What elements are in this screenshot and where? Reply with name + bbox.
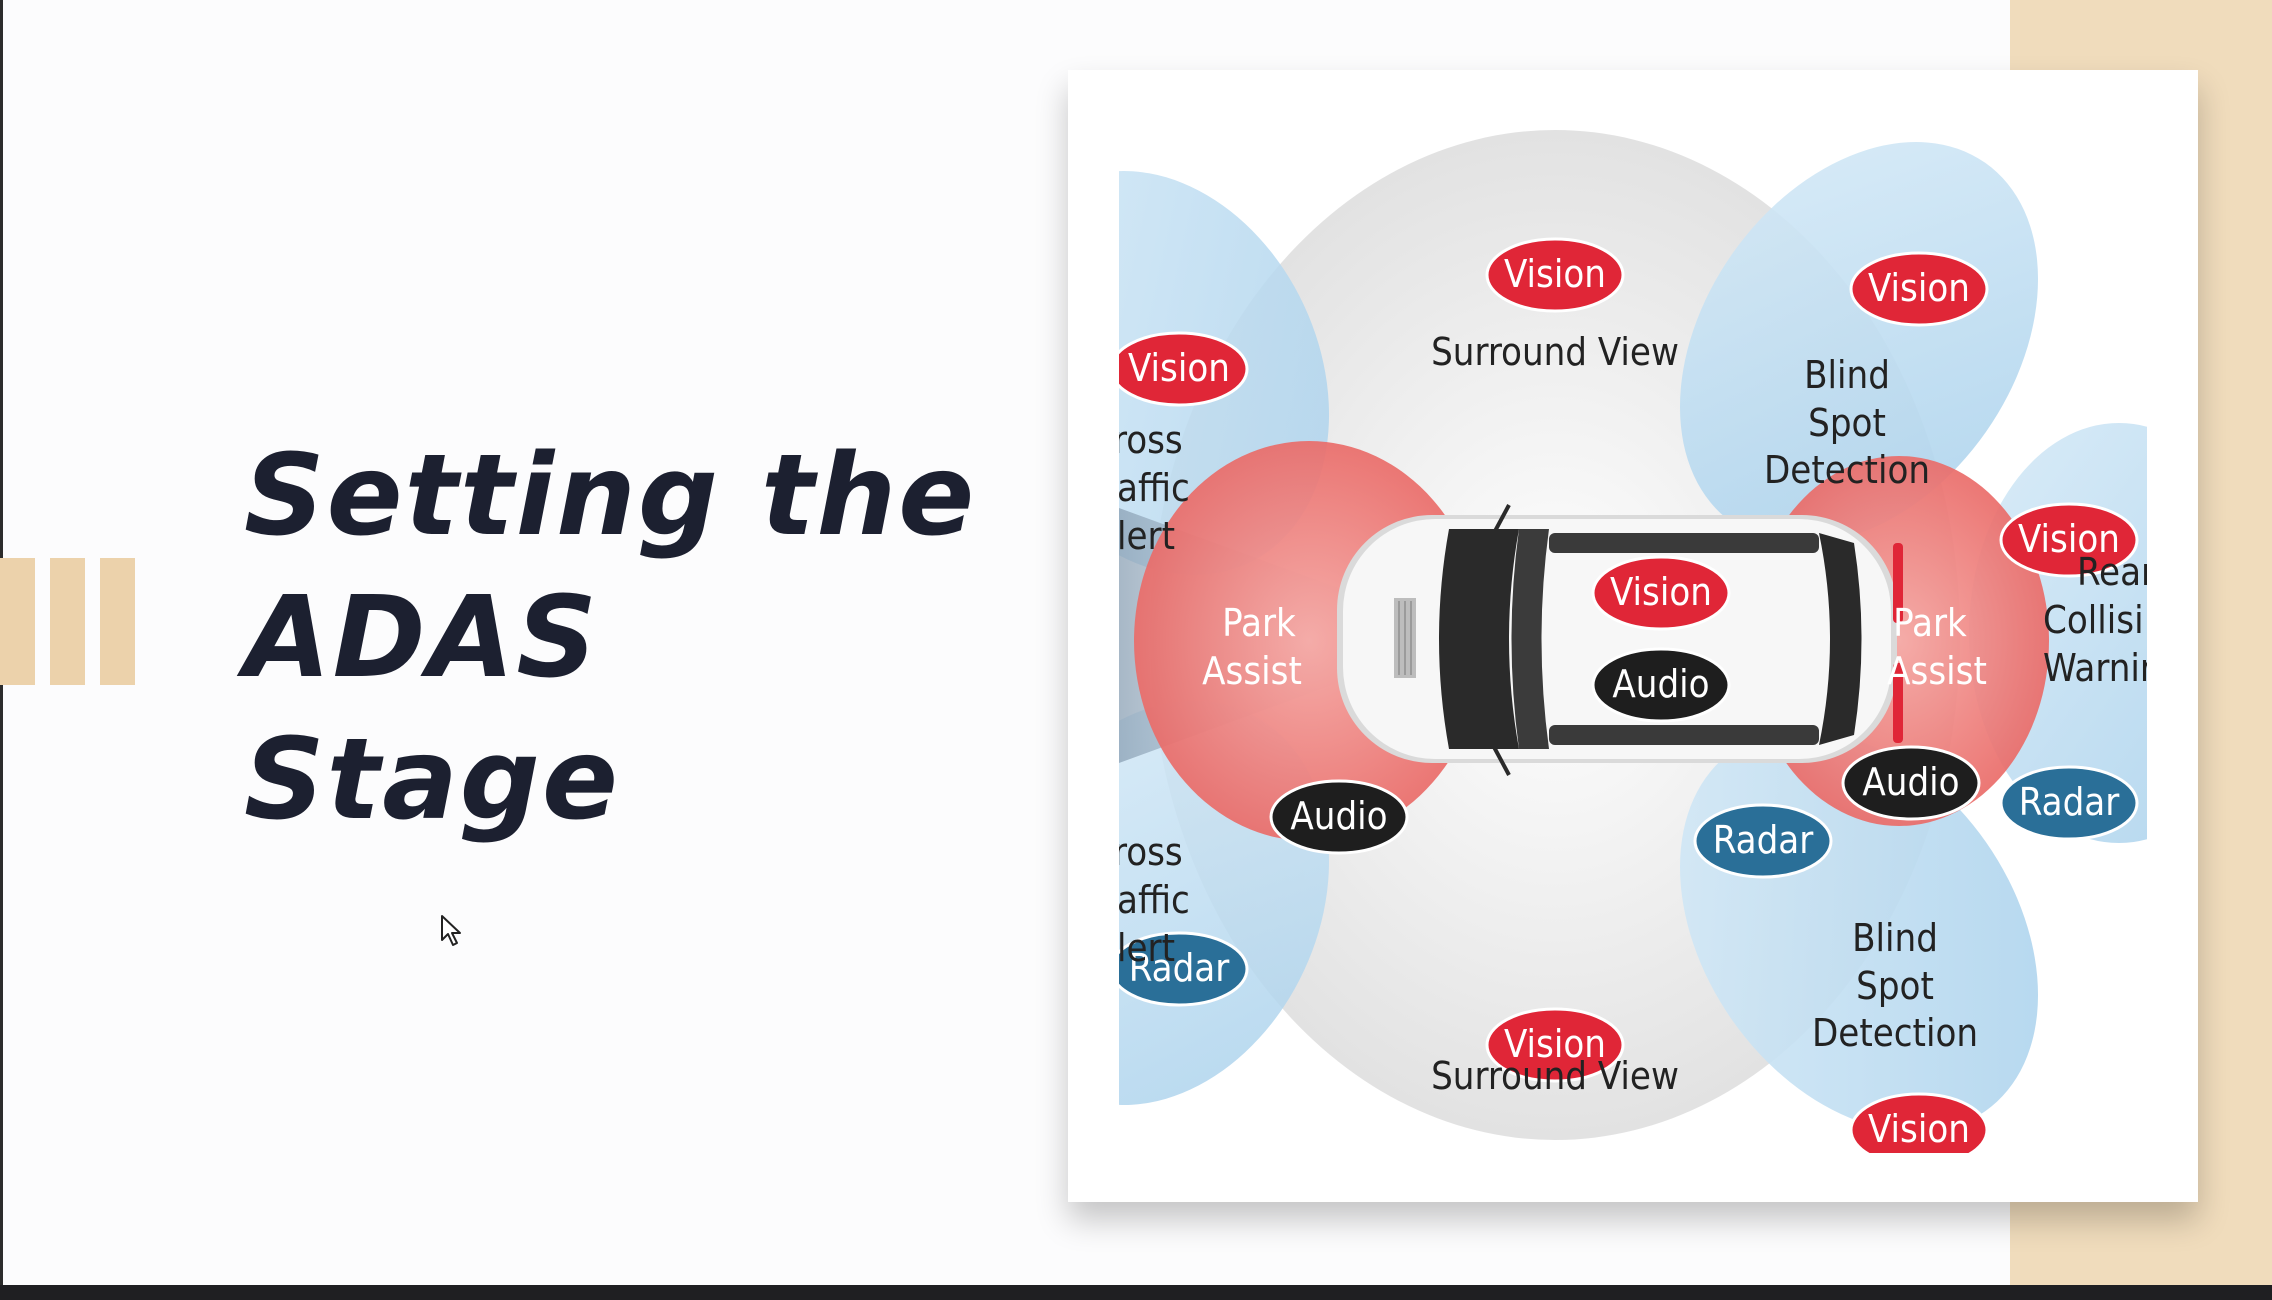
label-line: Assist <box>1202 649 1302 693</box>
vision-badge-label: Vision <box>1504 252 1606 296</box>
mouse-cursor-icon <box>441 915 461 946</box>
radar-badge: Radar <box>1693 803 1833 879</box>
rear-collision-label: Rear Collisi Warnir <box>2043 550 2147 690</box>
surround-view-label: Surround View <box>1431 1054 1679 1098</box>
radar-badge-label: Radar <box>1713 818 1815 862</box>
audio-badge: Audio <box>1841 745 1981 821</box>
label-line: Spot <box>1856 964 1934 1008</box>
bottom-taskbar <box>0 1285 2272 1300</box>
park-assist-label: Park Assist <box>1887 601 1987 693</box>
audio-badge-label: Audio <box>1290 794 1387 838</box>
vision-badge-label: Vision <box>1868 266 1970 310</box>
vision-badge-label: Vision <box>1128 346 1230 390</box>
vision-badge: Vision <box>1999 502 2139 578</box>
vision-badge-car: Vision <box>1591 555 1731 631</box>
adas-diagram-card: Vision Vision Vision Vision Vision Visio… <box>1068 70 2198 1202</box>
title-line: Stage <box>244 715 620 845</box>
label-line: lert <box>1119 514 1175 558</box>
label-line: Collisi <box>2043 598 2144 642</box>
label-line: Assist <box>1887 649 1987 693</box>
title-line: Setting the <box>244 431 977 561</box>
cross-traffic-label: ross affic lert <box>1119 830 1190 970</box>
title-line: ADAS <box>244 573 599 703</box>
audio-badge-label: Audio <box>1612 662 1709 706</box>
radar-badge-label: Radar <box>1129 946 1231 990</box>
label-line: Rear <box>2077 550 2147 594</box>
label-line: Detection <box>1764 448 1930 492</box>
label-line: Blind <box>1852 916 1938 960</box>
vision-badge-label: Vision <box>1610 570 1712 614</box>
adas-sensor-diagram: Vision Vision Vision Vision Vision Visio… <box>1119 130 2147 1153</box>
stripe <box>0 558 35 685</box>
label-line: Spot <box>1808 401 1886 445</box>
label-line: affic <box>1119 878 1190 922</box>
label-line: ross <box>1119 418 1183 462</box>
radar-badge-label: Radar <box>2019 780 2121 824</box>
blind-spot-label: Blind Spot Detection <box>1812 916 1978 1055</box>
vision-badge: Vision <box>1485 237 1625 313</box>
label-line: Warnir <box>2043 646 2147 690</box>
vision-badge: Vision <box>1119 331 1249 407</box>
label-line: Detection <box>1812 1011 1978 1055</box>
stripe <box>50 558 85 685</box>
vision-badge-label: Vision <box>1868 1107 1970 1151</box>
audio-badge-label: Audio <box>1862 760 1959 804</box>
label-line: ross <box>1119 830 1183 874</box>
vision-badge: Vision <box>1485 1007 1625 1083</box>
slide-title: Setting the ADAS Stage <box>244 425 976 851</box>
vision-badge: Vision <box>1849 1092 1989 1153</box>
car-top-view <box>1337 504 1903 776</box>
audio-badge-car: Audio <box>1591 647 1731 723</box>
vision-badge: Vision <box>1849 251 1989 327</box>
audio-badge: Audio <box>1269 779 1409 855</box>
label-line: Park <box>1893 601 1967 645</box>
label-line: Blind <box>1804 353 1890 397</box>
blind-spot-label: Blind Spot Detection <box>1764 353 1930 492</box>
cross-traffic-label: ross affic lert <box>1119 418 1190 558</box>
surround-view-label: Surround View <box>1431 330 1679 374</box>
label-line: affic <box>1119 466 1190 510</box>
vision-badge-label: Vision <box>2018 517 2120 561</box>
vision-badge-label: Vision <box>1504 1022 1606 1066</box>
label-line: lert <box>1119 926 1175 970</box>
label-line: Park <box>1222 601 1296 645</box>
radar-badge: Radar <box>1999 765 2139 841</box>
blind-spot-zone-top <box>1679 142 2039 544</box>
stripe <box>100 558 135 685</box>
radar-badge: Radar <box>1119 931 1249 1007</box>
park-assist-label: Park Assist <box>1202 601 1302 693</box>
